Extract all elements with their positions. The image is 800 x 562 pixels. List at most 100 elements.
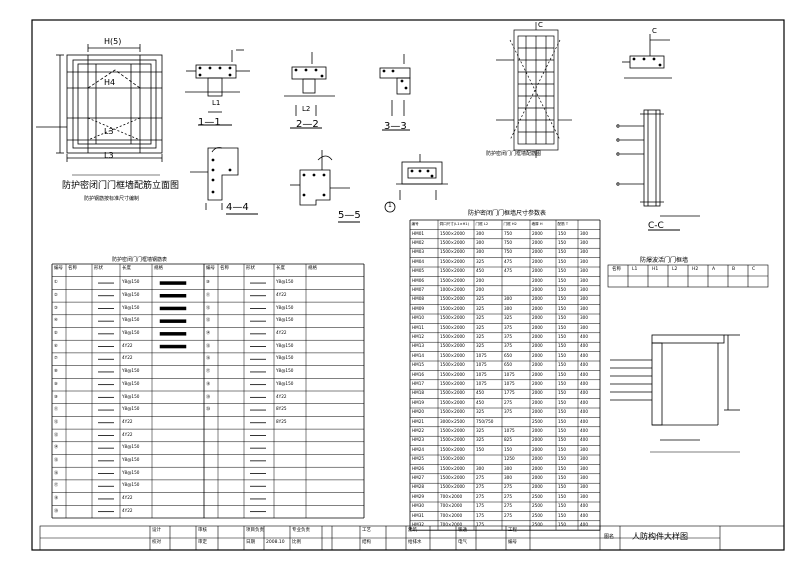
- mid-table-cell: 700×2000: [440, 512, 463, 518]
- mid-table-cell: 1500×2000: [440, 324, 465, 330]
- mid-table-cell: 150: [558, 484, 566, 490]
- mid-table-cell: HM09: [412, 305, 425, 311]
- rebar-swatch: [159, 344, 187, 349]
- mid-table-cell: 300: [580, 296, 588, 302]
- mid-table-cell: 150: [558, 230, 566, 236]
- title-block-label: 暖通: [458, 528, 467, 533]
- mid-table-cell: 3000×2500: [440, 418, 465, 424]
- elevation-caption: 防护密闭门门框墙配筋立面图: [62, 181, 180, 191]
- left-table-cell: ②: [54, 291, 58, 297]
- mid-table-cell: 2000: [532, 305, 543, 311]
- mid-table-cell: 1500×2000: [440, 240, 465, 245]
- mid-table-cell: 150: [558, 362, 566, 368]
- section-4-4-label: 4—4: [226, 202, 249, 213]
- mid-table-cell: 475: [504, 258, 512, 264]
- mid-table-cell: 2000: [532, 352, 543, 358]
- mid-table-cell: 325: [476, 305, 484, 311]
- mid-table-cell: 700×2000: [440, 493, 463, 499]
- left-table-cell: Y8@150: [276, 317, 294, 323]
- small-table-header: H1: [652, 267, 659, 272]
- mid-table-cell: HM28: [412, 484, 425, 490]
- mid-table-cell: 1500×2000: [440, 409, 465, 415]
- mid-table-cell: 1500×2000: [440, 268, 465, 274]
- mid-table-cell: HM27: [412, 475, 425, 480]
- mid-table-header: 门框 L2: [475, 221, 489, 226]
- mid-table-cell: 400: [580, 512, 588, 518]
- mid-table-cell: 300: [580, 493, 588, 499]
- left-table-header: 名称: [68, 266, 77, 271]
- mid-table-cell: 1500×2000: [440, 484, 465, 490]
- mid-table-cell: 1500×2000: [440, 296, 465, 302]
- elevation-h4: H4: [104, 78, 116, 87]
- left-table-cell: Y8@150: [122, 279, 140, 285]
- mid-table-cell: 2000: [532, 277, 543, 283]
- left-table-cell: ⑪: [206, 291, 211, 297]
- left-table-cell: ⑤: [54, 330, 58, 335]
- mid-table-cell: 300: [580, 465, 588, 471]
- mid-table-cell: HM04: [412, 258, 425, 264]
- left-table-cell: ⑫: [54, 418, 59, 424]
- left-table-cell: Y8@150: [276, 279, 294, 285]
- left-table-cell: ⑫: [206, 304, 211, 310]
- mid-table-cell: 400: [580, 503, 588, 509]
- mid-table-cell: 325: [476, 409, 484, 415]
- mid-table-cell: HM08: [412, 296, 425, 302]
- mid-table-cell: 1075: [476, 352, 487, 358]
- mid-table-cell: 175: [476, 522, 484, 527]
- mid-table-cell: 300: [580, 456, 588, 462]
- left-table-cell: ⑬: [54, 431, 59, 437]
- left-table-cell: ⑨: [54, 380, 58, 386]
- elevation-drawing: [36, 44, 163, 176]
- left-table-cell: ③: [54, 304, 58, 310]
- mid-table-cell: 150: [558, 249, 566, 255]
- mid-table-cell: 325: [476, 437, 484, 443]
- mid-table-cell: 150: [558, 258, 566, 264]
- mid-table-cell: 300: [476, 230, 484, 236]
- left-table-cell: ①: [54, 279, 58, 285]
- title-block-label: 校对: [152, 540, 161, 545]
- section-c-marker: C: [652, 27, 657, 35]
- rebar-swatch: [159, 294, 187, 298]
- left-table-header: 形状: [246, 266, 255, 271]
- mid-table-cell: 1500×2000: [440, 371, 465, 377]
- detail-1-number: 1: [388, 202, 392, 209]
- left-table-cell: ④: [54, 317, 58, 323]
- left-table-header: 名称: [220, 266, 229, 271]
- mid-table-grid: [409, 219, 601, 531]
- mid-table-cell: HM25: [412, 456, 425, 462]
- mid-table-cell: 2000: [532, 475, 543, 480]
- mid-table-cell: 1500×2000: [440, 456, 465, 462]
- mid-table-cell: 300: [580, 277, 588, 283]
- left-table-cell: Y8@150: [276, 355, 294, 361]
- left-table-cell: Y8@150: [122, 291, 140, 297]
- mid-table-cell: 150: [558, 381, 566, 386]
- left-table-cell: Y8@150: [122, 406, 140, 412]
- mid-table-cell: 150: [558, 409, 566, 415]
- mid-table-cell: 150: [504, 446, 512, 452]
- small-table-header: A: [712, 267, 716, 272]
- mid-table-cell: 300: [580, 287, 588, 292]
- left-table-header: 长度: [122, 266, 131, 271]
- mid-table-cell: HM17: [412, 381, 425, 386]
- mid-table-cell: 300: [504, 296, 512, 302]
- mid-table-cell: HM16: [412, 371, 425, 377]
- mid-table-cell: 300: [476, 240, 484, 245]
- mid-table-cell: HM30: [412, 503, 425, 509]
- left-table-cell: ⑰: [206, 368, 211, 374]
- mid-table-cell: 325: [476, 428, 484, 433]
- elevation-subcaption: 防护钢筋按标准尺寸编制: [84, 196, 140, 202]
- mid-table-cell: 2000: [532, 456, 543, 462]
- section-1-1-l1: L1: [212, 99, 221, 107]
- left-table-header: 编号: [54, 266, 63, 271]
- mid-table-cell: 300: [504, 305, 512, 311]
- mid-table-cell: 2000: [532, 268, 543, 274]
- mid-table-cell: HM13: [412, 343, 425, 349]
- left-table-cell: Y8@150: [122, 368, 140, 374]
- mid-table-cell: 1075: [504, 371, 515, 377]
- left-table-cell: 4Y22: [276, 291, 287, 297]
- mid-table-cell: 1500×2000: [440, 249, 465, 255]
- mid-table-cell: 1500×2000: [440, 315, 465, 321]
- mid-table-cell: 1500×2000: [440, 381, 465, 386]
- mid-table-cell: 2000: [532, 240, 543, 245]
- left-table-cell: ⑭: [206, 330, 211, 335]
